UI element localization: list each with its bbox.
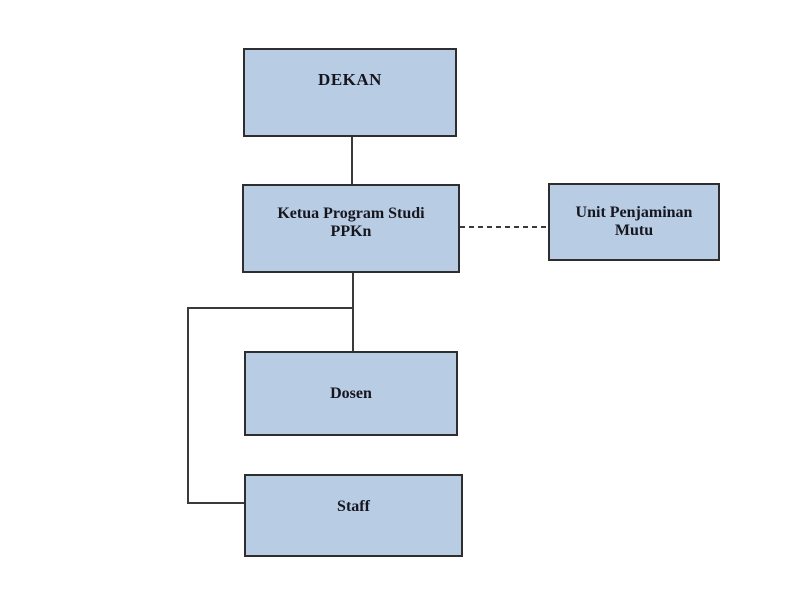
connector-dekan-ketua xyxy=(351,137,353,186)
org-node-ketua-label-line2: PPKn xyxy=(330,222,372,240)
connector-branch-staff xyxy=(187,502,246,504)
connector-ketua-unit-penjaminan-dashed xyxy=(460,226,548,228)
org-node-unit-label-line1: Unit Penjaminan xyxy=(575,204,693,222)
org-node-dekan-label: DEKAN xyxy=(318,69,382,89)
org-node-unit-penjaminan-mutu: Unit Penjaminan Mutu xyxy=(548,183,720,261)
org-node-dosen: Dosen xyxy=(244,351,458,436)
org-node-staff: Staff xyxy=(244,474,463,557)
org-node-staff-label: Staff xyxy=(337,498,370,516)
connector-ketua-dosen xyxy=(352,271,354,353)
org-node-ketua-program-studi-ppkn: Ketua Program Studi PPKn xyxy=(242,184,460,273)
org-node-unit-label-line2: Mutu xyxy=(614,222,654,239)
connector-branch-vertical xyxy=(187,307,189,504)
org-node-ketua-label-line1: Ketua Program Studi xyxy=(277,204,425,222)
org-node-dekan: DEKAN xyxy=(243,48,457,137)
org-node-unit-label: Unit Penjaminan Mutu xyxy=(576,204,693,240)
connector-branch-horizontal xyxy=(187,307,354,309)
org-node-dosen-label: Dosen xyxy=(330,384,372,402)
org-node-ketua-label: Ketua Program Studi PPKn xyxy=(277,205,424,241)
